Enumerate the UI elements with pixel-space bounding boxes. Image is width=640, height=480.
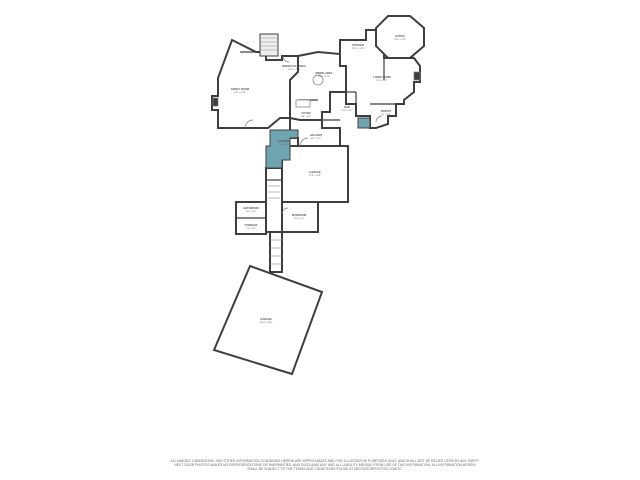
label-bar-dim: 6'11" x 5'3"	[342, 110, 353, 112]
label-pantry-name: PANTRY	[381, 109, 392, 113]
door-swing-1	[244, 119, 254, 129]
label-kitchen-name: KITCHEN	[352, 43, 364, 47]
label-office-dim: 13'5" x 13'4"	[394, 39, 406, 41]
label-mudroom-name: MUDROOM	[292, 213, 306, 217]
label-rec-room-name: GARAGE	[309, 170, 321, 174]
label-laundry-dim: 9'1" x 13'0"	[279, 144, 290, 146]
label-rec-room-dim: 22'9" x 26'8"	[309, 175, 321, 177]
label-living-name: LIVING ROOM	[373, 75, 390, 79]
corridor-stair-treads	[268, 185, 280, 199]
label-breakfast-name: BREAKFAST AREA	[282, 64, 306, 68]
room-labels: FAMILY ROOM 20'2" x 23'8" BREAKFAST AREA…	[231, 34, 406, 324]
label-mudroom-dim: 12'4" x 7'5"	[294, 218, 305, 220]
office-floor	[375, 15, 425, 59]
label-bathroom-name: BATHROOM	[243, 206, 258, 210]
label-hallway-dim: 9'8" x 12'2"	[311, 138, 322, 140]
label-hallway-name: HALLWAY	[310, 133, 323, 137]
label-kitchen-dim: 12'11" x 13'5"	[351, 48, 364, 50]
kitchen-island	[295, 99, 311, 108]
door-swing-5	[281, 207, 289, 215]
fireplace	[212, 97, 219, 107]
garage-stair-treads	[270, 239, 282, 265]
disclaimer-text: ALL IMAGES, DIMENSIONS, AND OTHER INFORM…	[160, 459, 490, 471]
rec-room-floor	[281, 145, 349, 203]
disclaimer-line-1: ALL IMAGES, DIMENSIONS, AND OTHER INFORM…	[170, 459, 480, 463]
door-swing-2	[282, 55, 290, 63]
label-foyer-dim: 9'6" x 9'4"	[301, 116, 311, 118]
disclaimer-line-3: SHALL BE SUBJECT TO THE TERMS AND CONDIT…	[247, 467, 403, 471]
fixtures	[212, 55, 421, 215]
north-stair-treads	[260, 37, 278, 51]
corridor-floor	[265, 167, 283, 233]
label-garage-dim: 34'10" x 33'3"	[259, 322, 272, 324]
label-living-dim: 22'4" x 20'7"	[376, 80, 388, 82]
highlight-zone	[265, 117, 371, 169]
door-swing-4	[375, 115, 383, 123]
label-dining-dim: 15'0" x 12'6"	[318, 76, 330, 78]
door-swing-3	[299, 137, 309, 147]
garage-floor	[212, 264, 324, 376]
label-bar-name: BAR	[344, 105, 350, 109]
label-laundry-name: LAUNDRY	[278, 139, 291, 143]
label-storage-name: STORAGE	[245, 223, 258, 227]
wall-outline	[211, 15, 425, 376]
label-dining-name: DINING AREA	[315, 71, 332, 75]
label-pantry-dim: 6'2" x 5'4"	[381, 114, 391, 116]
label-family-room-dim: 20'2" x 23'8"	[234, 92, 246, 94]
dining-area-floor	[289, 50, 347, 121]
disclaimer-line-2: NEXT DOOR PHOTOS MAKES NO REPRESENTATION…	[174, 463, 476, 467]
pantry-highlight	[357, 117, 371, 129]
label-breakfast-dim: 13'11" x 12'1"	[287, 69, 300, 71]
stairs	[259, 33, 282, 265]
label-garage-name: GARAGE	[260, 317, 272, 321]
label-bathroom-dim: 9'0" x 7'10"	[246, 211, 257, 213]
label-office-name: OFFICE	[395, 34, 405, 38]
label-family-room-name: FAMILY ROOM	[231, 87, 249, 91]
garage-stair-floor	[269, 231, 283, 273]
laundry-highlight	[265, 129, 299, 169]
dining-table	[312, 74, 324, 86]
fireplace-east	[413, 71, 421, 81]
north-stair	[259, 33, 279, 57]
label-foyer-name: FOYER	[302, 111, 311, 115]
family-room-floor	[211, 38, 299, 129]
mudroom-floor	[281, 201, 319, 233]
label-storage-dim: 9'0" x 6'2"	[246, 228, 256, 230]
